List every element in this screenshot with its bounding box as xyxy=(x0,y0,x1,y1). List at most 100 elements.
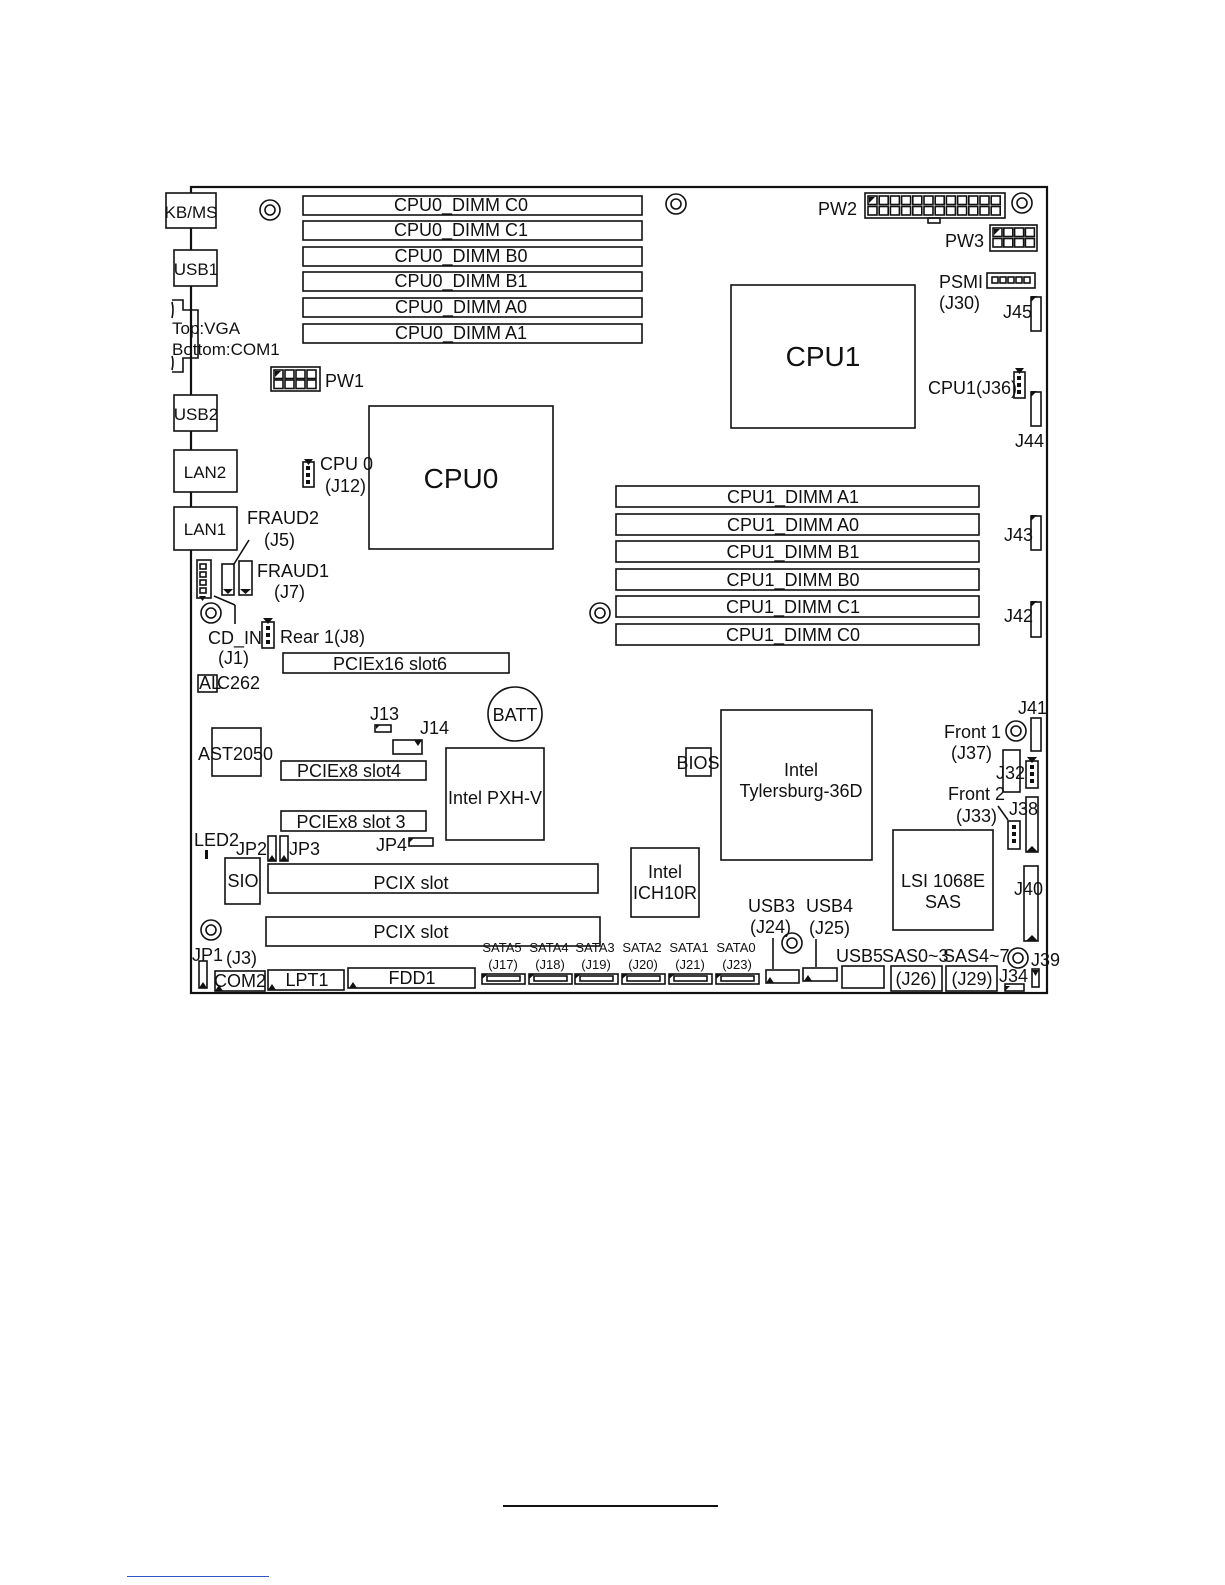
usb3-ref: (J24) xyxy=(750,917,791,937)
j42-label: J42 xyxy=(1004,606,1033,626)
pciex8-slot3 xyxy=(280,810,427,832)
j40-label: J40 xyxy=(1014,879,1043,899)
sata-label: SATA3 xyxy=(575,940,614,955)
lpt1-label: LPT1 xyxy=(285,970,328,990)
cpu0-dimm-b0 xyxy=(302,246,643,267)
j13-label: J13 xyxy=(370,704,399,724)
rear1-fan-header: Rear 1(J8) xyxy=(261,618,365,649)
lsi-label-2: SAS xyxy=(925,892,961,912)
usb4-header: USB4 (J25) xyxy=(802,896,853,982)
bios-chip xyxy=(685,747,712,777)
usb3-header: USB3 (J24) xyxy=(748,896,800,984)
lpt1-header xyxy=(267,969,345,991)
sas0-3-ref: (J26) xyxy=(895,969,936,989)
intel-tylersburg-chip xyxy=(720,709,873,861)
lan2-port xyxy=(173,449,238,493)
front1-ref: (J37) xyxy=(951,743,992,763)
cpu0-dimm-c0 xyxy=(302,195,643,216)
usb3-label: USB3 xyxy=(748,896,795,916)
cpu1-dimm-slots: CPU1_DIMM A1 CPU1_DIMM A0 CPU1_DIMM B1 C… xyxy=(615,485,980,646)
cpu1-socket xyxy=(730,284,916,429)
j38-label: J38 xyxy=(1009,799,1038,819)
com2-header xyxy=(214,970,266,992)
fdd1-label: FDD1 xyxy=(388,968,435,988)
sata-label: SATA5 xyxy=(482,940,521,955)
jp1-label: JP1 xyxy=(192,945,223,965)
dimm-label: CPU0_DIMM C0 xyxy=(394,195,528,216)
j3-label: (J3) xyxy=(226,948,257,968)
sas4-7-ref: (J29) xyxy=(951,969,992,989)
mount-hole xyxy=(259,199,281,221)
intel-ich10r-chip xyxy=(630,847,700,918)
psmi-connector: PSMI (J30) xyxy=(939,272,1036,313)
sata-port: SATA0(J23) xyxy=(715,940,760,985)
rear1-fan-label: Rear 1(J8) xyxy=(280,627,365,647)
kbms-label: KB/MS xyxy=(165,203,218,222)
sata-ref: (J20) xyxy=(628,957,658,972)
mount-hole xyxy=(200,602,222,624)
sata-label: SATA1 xyxy=(669,940,708,955)
cpu0-fan-label: CPU 0 xyxy=(320,454,373,474)
pciex8-slot4-label: PCIEx8 slot4 xyxy=(297,761,401,781)
sata-port: SATA1 (J21) xyxy=(668,940,713,985)
tylersburg-label-1: Intel xyxy=(784,760,818,780)
cpu0-label: CPU0 xyxy=(424,463,499,494)
front2-ref: (J33) xyxy=(956,806,997,826)
jp4-jumper: JP4 xyxy=(376,835,434,855)
led2-label: LED2 xyxy=(194,830,239,850)
dimm-label: CPU1_DIMM B0 xyxy=(726,570,859,591)
usb1-port xyxy=(173,249,218,287)
pciex16-slot6 xyxy=(282,652,510,674)
pcix-slot-upper-label: PCIX slot xyxy=(373,873,448,893)
j41-label: J41 xyxy=(1018,698,1047,718)
pciex8-slot3-label: PCIEx8 slot 3 xyxy=(296,812,405,832)
dimm-label: CPU0_DIMM A0 xyxy=(395,297,527,318)
j45-header xyxy=(1030,296,1042,332)
usb5-port xyxy=(841,965,885,989)
lan1-port xyxy=(173,506,238,551)
usb5-label: USB5 xyxy=(836,946,883,966)
sata-ref: (J21) xyxy=(675,957,705,972)
ich10r-label-2: ICH10R xyxy=(633,883,697,903)
sio-label: SIO xyxy=(227,871,258,891)
sas0-3-connector: SAS0~3 (J26) xyxy=(882,946,949,992)
cpu0-dimm-a1 xyxy=(302,323,643,344)
front2-label: Front 2 xyxy=(948,784,1005,804)
fraud1-ref: (J7) xyxy=(274,582,305,602)
alc262-label-b: C262 xyxy=(217,673,260,693)
psmi-ref: (J30) xyxy=(939,293,980,313)
j41-header xyxy=(1030,717,1042,752)
lan1-label: LAN1 xyxy=(184,520,227,539)
cpu1-dimm-a1 xyxy=(615,485,980,508)
pw3-connector: PW3 xyxy=(945,224,1038,252)
ich10r-label-1: Intel xyxy=(648,862,682,882)
footer-rule xyxy=(503,1505,718,1507)
lsi-1068e-chip xyxy=(892,829,994,931)
pcix-slot-lower-label: PCIX slot xyxy=(373,922,448,942)
lan2-label: LAN2 xyxy=(184,463,227,482)
cpu0-dimm-c1 xyxy=(302,220,643,241)
batt-label: BATT xyxy=(493,705,538,725)
fraud1-header: FRAUD1 (J7) xyxy=(238,560,329,602)
ast2050-label: AST2050 xyxy=(198,744,273,764)
sata-label: SATA2 xyxy=(622,940,661,955)
j32-label: J32 xyxy=(996,763,1025,783)
mount-hole xyxy=(1005,720,1027,742)
sata-port: SATA2 (J20) xyxy=(621,940,666,985)
cpu1-fan-label: CPU1(J36) xyxy=(928,378,1017,398)
pciex8-slot4 xyxy=(280,760,427,781)
cpu1-dimm-b1 xyxy=(615,540,980,563)
jp2-jumper: JP2 xyxy=(236,835,277,862)
j38-header: J38 xyxy=(1009,796,1039,853)
pcix-slot-lower xyxy=(265,916,601,947)
cd-in-header: CD_IN (J1) xyxy=(196,559,262,668)
dimm-label: CPU0_DIMM A1 xyxy=(395,323,527,344)
sata-ports: SATA5(J17)SATA4(J18)SATA3(J19)SATA2(J20)… xyxy=(481,940,760,985)
sata-ref: (J19) xyxy=(581,957,611,972)
cd-in-ref: (J1) xyxy=(218,648,249,668)
sas4-7-label: SAS4~7 xyxy=(943,946,1010,966)
cpu1-fan-header: CPU1(J36) xyxy=(928,368,1026,399)
vga-top-label: Top:VGA xyxy=(172,319,241,338)
mount-hole xyxy=(1007,947,1029,969)
